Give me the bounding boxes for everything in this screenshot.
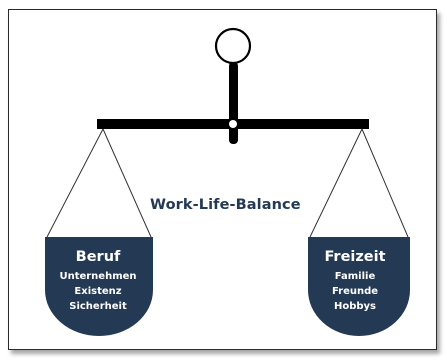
- left-pan-item: Sicherheit: [69, 301, 127, 312]
- right-pan-heading: Freizeit: [324, 249, 386, 265]
- right-pan-item: Hobbys: [333, 301, 377, 312]
- scale-post: [229, 62, 238, 144]
- left-pan-labels: Beruf Unternehmen Existenz Sicherheit: [46, 248, 150, 314]
- diagram-title: Work-Life-Balance: [150, 197, 301, 213]
- left-string-inner: [102, 128, 152, 238]
- left-pan-heading: Beruf: [75, 249, 121, 265]
- scale-pivot: [229, 120, 237, 128]
- left-pan-item: Unternehmen: [59, 271, 137, 282]
- left-scale-pan: [45, 237, 153, 336]
- scale-ring-icon: [214, 27, 252, 65]
- right-pan-labels: Freizeit Familie Freunde Hobbys: [307, 248, 403, 314]
- left-pan-item: Existenz: [74, 286, 122, 297]
- right-scale-pan: [308, 237, 410, 336]
- right-string-outer: [361, 128, 409, 238]
- right-pan-item: Freunde: [331, 286, 379, 297]
- right-string-inner: [309, 128, 363, 238]
- right-pan-item: Familie: [334, 271, 376, 282]
- left-string-outer: [46, 128, 104, 238]
